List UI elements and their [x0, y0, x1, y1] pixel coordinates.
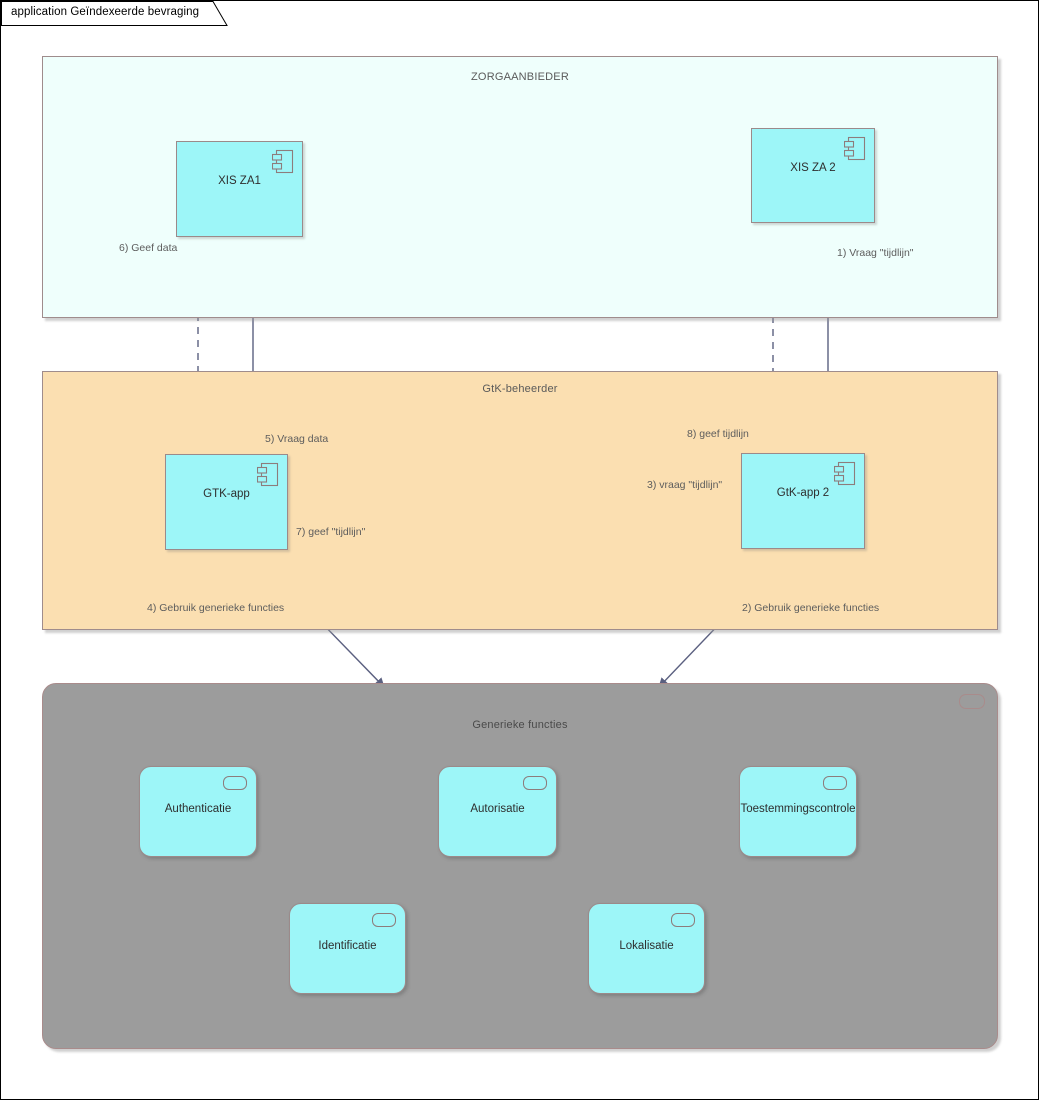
- connector-label-7: 7) geef "tijdlijn": [296, 526, 366, 538]
- function-authenticatie[interactable]: Authenticatie: [139, 766, 257, 857]
- group-gtk-beheerder-title: GtK-beheerder: [482, 383, 558, 395]
- component-label: XIS ZA1: [218, 175, 261, 187]
- group-generieke-functies-title: Generieke functies: [472, 719, 568, 731]
- connector-label-8: 8) geef tijdlijn: [687, 428, 749, 440]
- connector-label-6: 6) Geef data: [119, 242, 178, 254]
- rounded-rect-icon: [223, 776, 247, 790]
- rounded-rect-icon: [823, 776, 847, 790]
- connector-label-4: 4) Gebruik generieke functies: [147, 602, 285, 614]
- component-label: XIS ZA 2: [790, 162, 836, 174]
- function-label: Authenticatie: [164, 803, 232, 815]
- rounded-rect-icon: [523, 776, 547, 790]
- connector-label-1: 1) Vraag "tijdlijn": [837, 247, 914, 259]
- rounded-rect-icon: [959, 694, 985, 709]
- uml-component-icon: [834, 461, 856, 486]
- function-lokalisatie[interactable]: Lokalisatie: [588, 903, 705, 994]
- connector-label-5: 5) Vraag data: [265, 433, 329, 445]
- uml-component-icon: [272, 149, 294, 174]
- component-gtk-app-2[interactable]: GtK-app 2: [741, 453, 865, 549]
- function-label: Lokalisatie: [619, 940, 674, 952]
- diagram-title-label: application Geïndexeerde bevraging: [11, 6, 200, 18]
- component-xis-za-2[interactable]: XIS ZA 2: [751, 128, 875, 223]
- uml-component-icon: [844, 136, 866, 161]
- component-label: GTK-app: [203, 488, 250, 500]
- uml-component-icon: [257, 462, 279, 487]
- function-label: Toestemmingscontrole: [740, 803, 856, 815]
- group-zorgaanbieder-title: ZORGAANBIEDER: [471, 71, 569, 83]
- function-autorisatie[interactable]: Autorisatie: [438, 766, 557, 857]
- title-tab-shape: [1, 1, 228, 26]
- function-label: Identificatie: [318, 940, 377, 952]
- component-gtk-app[interactable]: GTK-app: [165, 454, 288, 550]
- function-label: Autorisatie: [470, 803, 525, 815]
- rounded-rect-icon: [671, 913, 695, 927]
- connector-label-3: 3) vraag "tijdlijn": [647, 479, 723, 491]
- component-xis-za1[interactable]: XIS ZA1: [176, 141, 303, 237]
- rounded-rect-icon: [372, 913, 396, 927]
- connector-label-2: 2) Gebruik generieke functies: [742, 602, 880, 614]
- function-toestemmingscontrole[interactable]: Toestemmingscontrole: [739, 766, 857, 857]
- function-identificatie[interactable]: Identificatie: [289, 903, 406, 994]
- group-generieke-functies[interactable]: Generieke functies: [42, 683, 998, 1049]
- diagram-title-tab[interactable]: application Geïndexeerde bevraging: [1, 1, 241, 26]
- component-label: GtK-app 2: [776, 487, 830, 499]
